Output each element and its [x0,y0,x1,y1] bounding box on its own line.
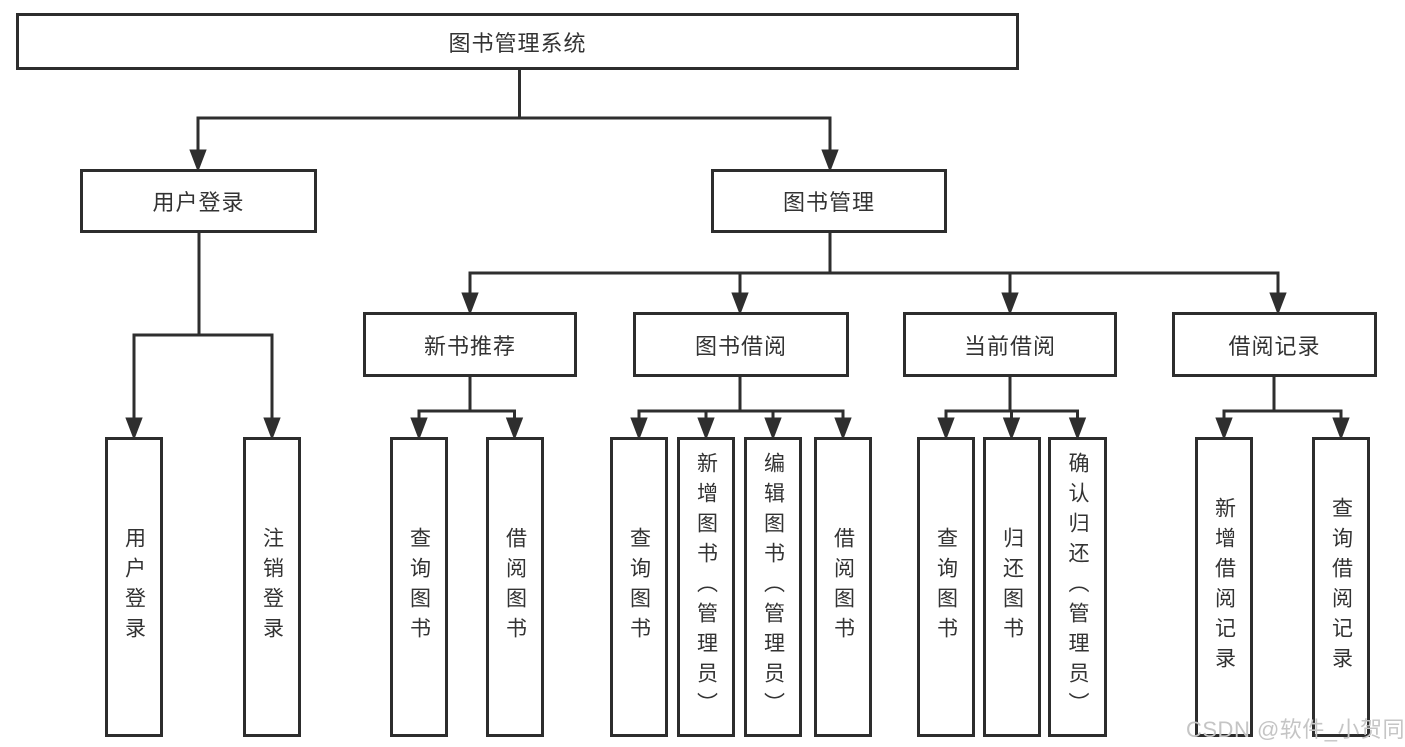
leaf-record-add-borrow-record: 新增借阅记录 [1195,437,1253,737]
leaf-login-user-login-label: 用户登录 [122,527,146,647]
leaf-recommend-query-book-label: 查询图书 [407,527,431,647]
node-root-label: 图书管理系统 [448,30,587,56]
leaf-record-query-borrow-record: 查询借阅记录 [1312,437,1370,737]
csdn-watermark: CSDN @软件_小贺同学 [1186,717,1405,742]
node-book-management: 图书管理 [711,169,947,233]
leaf-record-query-borrow-record-label: 查询借阅记录 [1329,497,1353,677]
node-user-login: 用户登录 [80,169,317,233]
leaf-borrow-borrow-book: 借阅图书 [814,437,872,737]
node-new-book-recommend-label: 新书推荐 [423,333,516,359]
leaf-record-add-borrow-record-label: 新增借阅记录 [1212,497,1236,677]
leaf-borrow-query-book: 查询图书 [610,437,668,737]
node-borrow-record: 借阅记录 [1172,312,1377,377]
leaf-borrow-add-book-admin: 新增图书（管理员） [677,437,735,737]
leaf-borrow-borrow-book-label: 借阅图书 [831,527,855,647]
leaf-login-user-login: 用户登录 [105,437,163,737]
leaf-borrow-add-book-admin-label: 新增图书（管理员） [694,452,718,722]
leaf-current-query-book-label: 查询图书 [934,527,958,647]
connector-book-borrow-children [630,377,852,441]
node-user-login-label: 用户登录 [152,190,245,215]
connector-book-management-children [461,233,1287,316]
node-book-borrow: 图书借阅 [633,312,849,377]
leaf-borrow-edit-book-admin-label: 编辑图书（管理员） [761,452,785,722]
connector-user-login-children [125,233,281,441]
node-book-borrow-label: 图书借阅 [694,333,787,359]
connector-borrow-record-children [1215,377,1350,441]
leaf-login-logout: 注销登录 [243,437,301,737]
connector-root-to-branches [189,69,839,173]
connector-current-borrow-children [937,377,1087,441]
leaf-recommend-borrow-book-label: 借阅图书 [503,527,527,647]
node-current-borrow-label: 当前借阅 [963,333,1056,359]
leaf-recommend-borrow-book: 借阅图书 [486,437,544,737]
node-book-management-label: 图书管理 [782,190,875,215]
leaf-current-query-book: 查询图书 [917,437,975,737]
leaf-current-confirm-return-admin: 确认归还（管理员） [1048,437,1107,737]
leaf-current-return-book: 归还图书 [983,437,1041,737]
connector-new-book-recommend-children [410,377,524,441]
leaf-borrow-edit-book-admin: 编辑图书（管理员） [744,437,802,737]
node-root: 图书管理系统 [16,13,1019,70]
leaf-login-logout-label: 注销登录 [260,527,284,647]
leaf-current-confirm-return-admin-label: 确认归还（管理员） [1066,452,1089,722]
leaf-current-return-book-label: 归还图书 [1000,527,1024,647]
node-current-borrow: 当前借阅 [903,312,1117,377]
node-new-book-recommend: 新书推荐 [363,312,577,377]
leaf-borrow-query-book-label: 查询图书 [627,527,651,647]
leaf-recommend-query-book: 查询图书 [390,437,448,737]
node-borrow-record-label: 借阅记录 [1228,333,1321,359]
